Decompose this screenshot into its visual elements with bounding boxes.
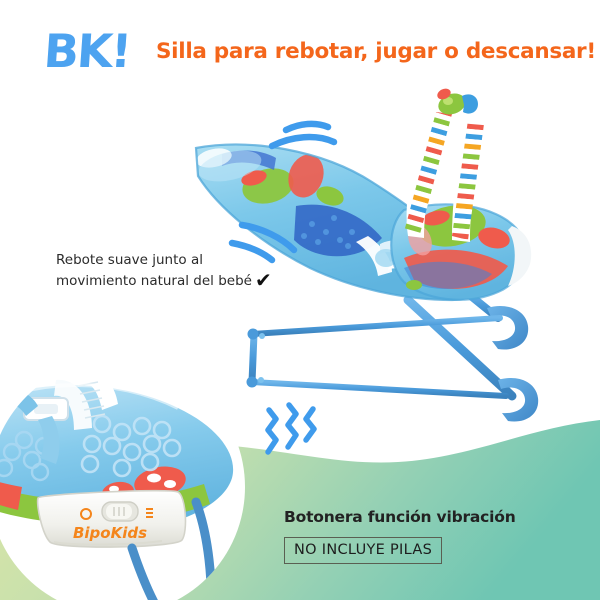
checkmark-icon: ✔ [254,267,272,292]
bouncer-frame [246,271,539,422]
bounce-feature-line-2: movimiento natural del bebé [56,272,252,289]
battery-notice-badge: NO INCLUYE PILAS [284,537,443,564]
motion-arc-upper [268,120,338,150]
brand-logo-bk: BK! [42,24,132,78]
vibration-waves-icon [265,402,317,455]
arch-toy-clip [437,88,478,115]
bouncer-seat-base [390,203,532,301]
feature-callout-bounce: Rebote suave junto al movimiento natural… [56,252,296,291]
bounce-feature-line-1: Rebote suave junto al [56,252,203,268]
feature-callout-vibration: Botonera función vibración [284,508,516,526]
console-brand-text: BipoKids [73,524,147,542]
vibration-console: BipoKids [36,489,187,548]
inset-closeup-vibration-console: BipoKids [0,359,245,600]
page-headline: Silla para rebotar, jugar o descansar! [156,39,596,64]
motion-arc-lower [228,221,298,264]
